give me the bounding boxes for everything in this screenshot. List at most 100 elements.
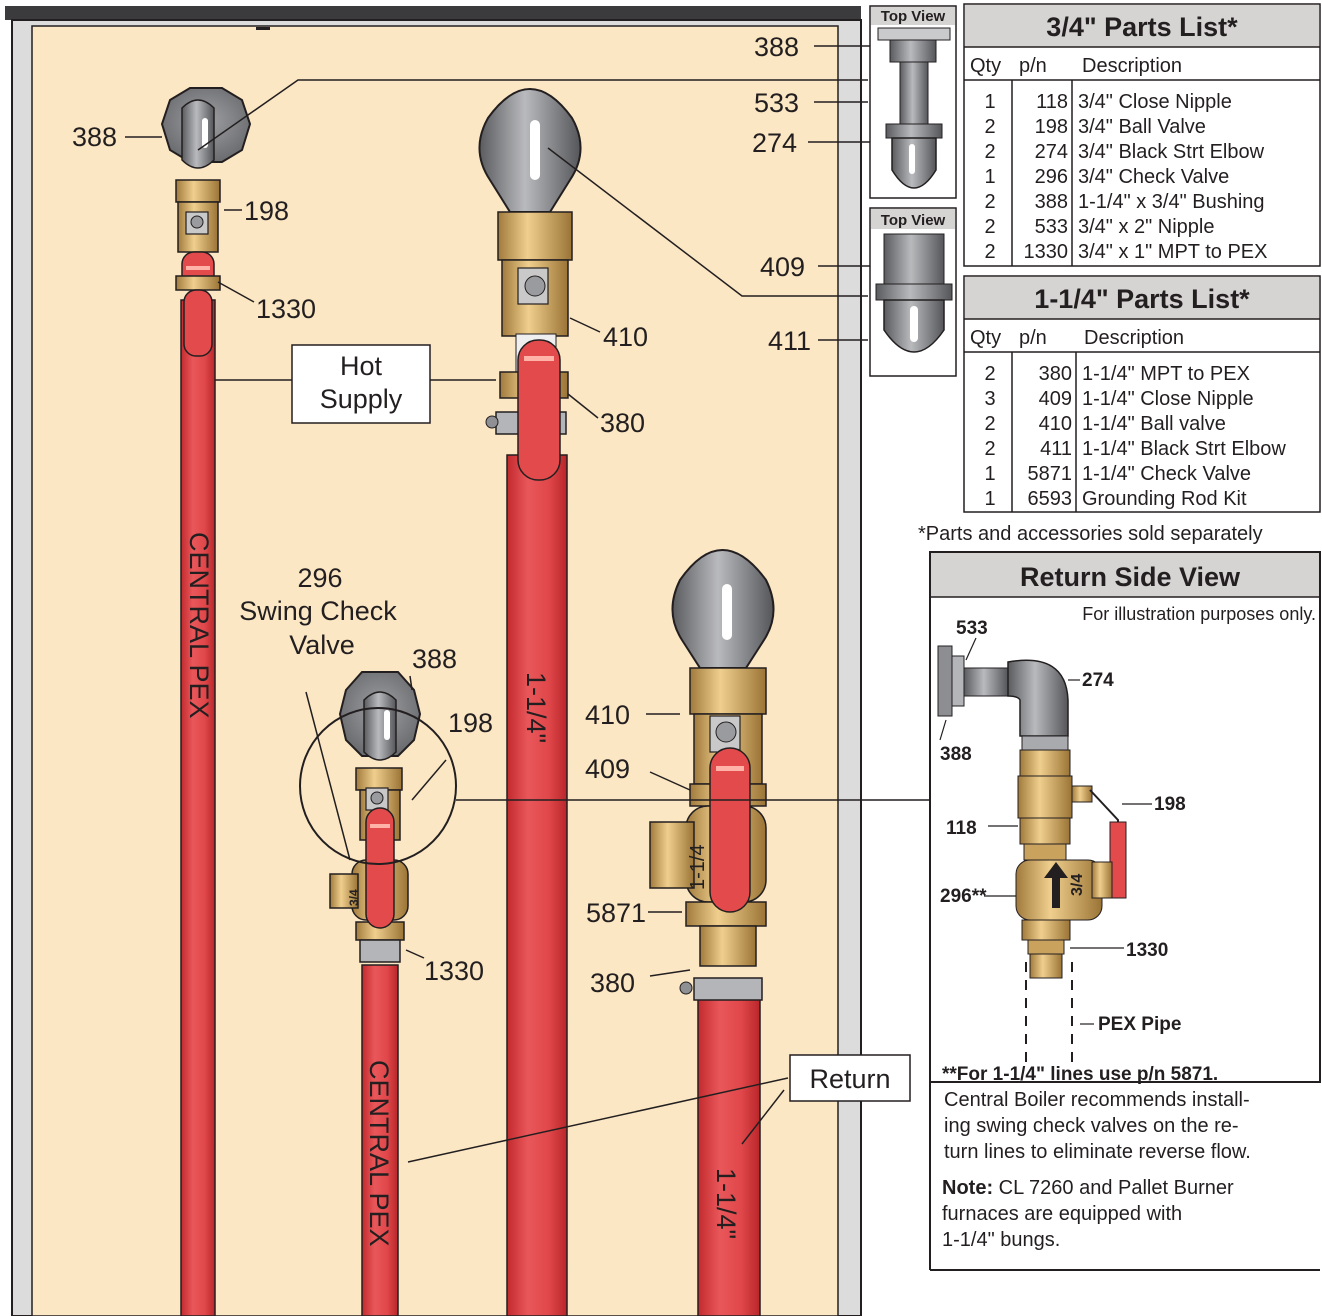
big-valve-mark: 1-1/4 — [687, 844, 709, 890]
label-big-380: 380 — [600, 408, 645, 438]
parts-row-qty: 3 — [984, 388, 995, 410]
parts-114-col-desc: Description — [1084, 327, 1184, 349]
return-box: Return — [789, 1054, 911, 1102]
side-label-pex: PEX Pipe — [1098, 1014, 1181, 1035]
label-ret-198: 198 — [448, 708, 493, 738]
side-note3-line1: Note: CL 7260 and Pallet Burner — [942, 1177, 1234, 1199]
side-note2-line2: ing swing check valves on the re- — [944, 1115, 1239, 1137]
parts-row-qty: 1 — [984, 488, 995, 510]
parts-row-pn: 533 — [1035, 216, 1068, 238]
parts-row-desc: 3/4" Close Nipple — [1078, 91, 1232, 113]
label-swing-line3: Valve — [289, 630, 355, 660]
footnote: *Parts and accessories sold separately — [918, 523, 1263, 545]
leader-lines — [125, 45, 930, 1163]
hot-supply-line1: Hot — [340, 351, 383, 381]
label-hot-388: 388 — [72, 122, 117, 152]
side-note3-bold: Note: — [942, 1177, 993, 1199]
parts-row-desc: 3/4" Ball Valve — [1078, 116, 1206, 138]
parts-114-title: 1-1/4" Parts List* — [1034, 284, 1250, 314]
parts-row-pn: 1330 — [1024, 241, 1069, 263]
parts-row-desc: 1-1/4" MPT to PEX — [1082, 363, 1250, 385]
side-label-388: 388 — [940, 744, 972, 765]
label-hot-1330: 1330 — [256, 294, 316, 324]
return-side-subtitle: For illustration purposes only. — [1082, 604, 1316, 624]
side-note2-line1: Central Boiler recommends install- — [944, 1089, 1250, 1111]
parts-row-qty: 2 — [984, 216, 995, 238]
parts-row-qty: 2 — [984, 438, 995, 460]
side-note2-line3: turn lines to eliminate reverse flow. — [944, 1141, 1251, 1163]
parts-row-pn: 380 — [1039, 363, 1072, 385]
side-note3-line2: furnaces are equipped with — [942, 1203, 1182, 1225]
side-label-1330: 1330 — [1126, 940, 1168, 961]
label-big-410: 410 — [603, 322, 648, 352]
side-label-274: 274 — [1082, 670, 1114, 691]
parts-34-rows: 1 118 3/4" Close Nipple 2 198 3/4" Ball Valve… — [984, 91, 1267, 263]
ret-valve-mark: 3/4 — [347, 889, 361, 906]
label-tv2-411: 411 — [768, 326, 811, 356]
parts-row-pn: 118 — [1036, 91, 1068, 113]
parts-row-desc: 3/4" x 1" MPT to PEX — [1078, 241, 1267, 263]
label-hot-198: 198 — [244, 196, 289, 226]
parts-row-desc: 1-1/4" x 3/4" Bushing — [1078, 191, 1265, 213]
return-34-assembly: 3/4 — [299, 671, 457, 963]
parts-row-pn: 410 — [1039, 413, 1072, 435]
hot-supply-114-assembly — [478, 88, 582, 481]
top-view-34-title: Top View — [881, 8, 946, 25]
parts-row-qty: 2 — [984, 116, 995, 138]
label-tv1-274: 274 — [752, 128, 797, 158]
parts-row-pn: 411 — [1040, 438, 1072, 460]
label-tv1-533: 533 — [754, 88, 799, 118]
parts-row-desc: 1-1/4" Ball valve — [1082, 413, 1226, 435]
hot-supply-box: Hot Supply — [291, 344, 431, 424]
parts-row-pn: 296 — [1035, 166, 1068, 188]
parts-row-desc: Grounding Rod Kit — [1082, 488, 1247, 510]
side-valve-mark: 3/4 — [1069, 874, 1086, 896]
parts-34-col-qty: Qty — [970, 55, 1001, 77]
label-ret-388: 388 — [412, 644, 457, 674]
label-size-114-1: 1-1/4" — [521, 672, 551, 743]
parts-row-qty: 1 — [984, 91, 995, 113]
top-view-34: Top View — [869, 5, 957, 199]
parts-row-pn: 409 — [1039, 388, 1072, 410]
parts-row-desc: 3/4" Check Valve — [1078, 166, 1229, 188]
parts-row-pn: 6593 — [1028, 488, 1073, 510]
parts-row-qty: 2 — [984, 241, 995, 263]
parts-row-qty: 2 — [984, 141, 995, 163]
parts-row-qty: 2 — [984, 413, 995, 435]
return-label: Return — [809, 1064, 890, 1094]
label-tv2-409: 409 — [760, 252, 805, 282]
hot-supply-34-assembly — [160, 87, 252, 357]
parts-row-pn: 274 — [1035, 141, 1068, 163]
return-side-view: Return Side View For illustration purpos… — [929, 551, 1321, 1251]
label-central-pex-2: CENTRAL PEX — [364, 1060, 394, 1247]
parts-114-col-qty: Qty — [970, 327, 1001, 349]
label-big-ret-380: 380 — [590, 968, 635, 998]
parts-row-qty: 1 — [984, 166, 995, 188]
parts-row-desc: 3/4" Black Strt Elbow — [1078, 141, 1265, 163]
pex-pipes — [180, 299, 761, 1316]
label-tv1-388: 388 — [754, 32, 799, 62]
return-side-title: Return Side View — [1020, 562, 1241, 592]
parts-list-114: 1-1/4" Parts List* Qty p/n Description 2… — [963, 275, 1321, 513]
parts-34-col-pn: p/n — [1019, 55, 1047, 77]
return-114-assembly: 1-1/4 — [649, 549, 775, 1001]
label-swing-line2: Swing Check — [239, 596, 397, 626]
side-note1: **For 1-1/4" lines use p/n 5871. — [942, 1064, 1218, 1085]
parts-row-qty: 1 — [984, 463, 995, 485]
label-size-114-2: 1-1/4" — [711, 1168, 741, 1239]
parts-34-col-desc: Description — [1082, 55, 1182, 77]
parts-34-title: 3/4" Parts List* — [1046, 12, 1238, 42]
parts-row-qty: 2 — [984, 363, 995, 385]
label-central-pex-1: CENTRAL PEX — [184, 532, 214, 719]
parts-row-pn: 198 — [1035, 116, 1068, 138]
label-swing-296: 296 — [297, 563, 342, 593]
top-view-114-title: Top View — [881, 212, 946, 229]
side-label-198: 198 — [1154, 794, 1186, 815]
parts-114-col-pn: p/n — [1019, 327, 1047, 349]
parts-row-desc: 3/4" x 2" Nipple — [1078, 216, 1215, 238]
label-ret-1330: 1330 — [424, 956, 484, 986]
side-note3-rest: CL 7260 and Pallet Burner — [993, 1177, 1234, 1199]
